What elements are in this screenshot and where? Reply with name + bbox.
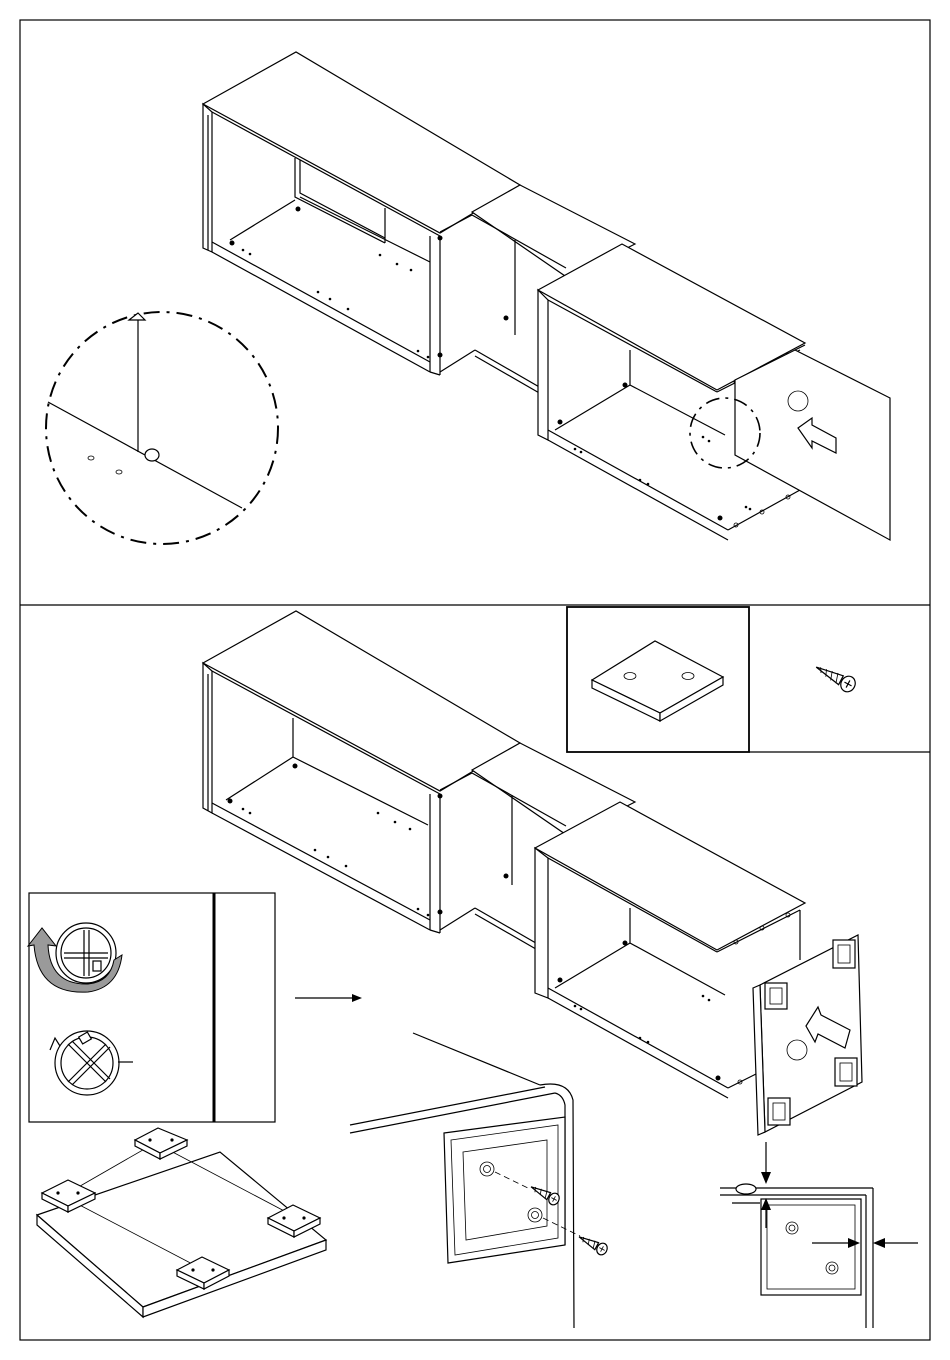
screw-icon (576, 1231, 609, 1256)
parts-box-felt-pad (567, 607, 749, 752)
gap-arrow-down-icon (761, 1172, 771, 1184)
step-top-panel (46, 52, 890, 544)
parts-box-screw (749, 660, 930, 752)
board-with-pads (37, 1128, 326, 1317)
screwdriver-loosen-icon (50, 1031, 133, 1095)
felt-pad-corner (833, 940, 855, 968)
felt-pad-corner (835, 1058, 857, 1086)
step-bottom-panel (28, 607, 930, 1328)
gap-arrow-left-icon (873, 1238, 885, 1248)
felt-pad-corner (768, 1098, 790, 1125)
screw-mount-detail (350, 1033, 609, 1328)
cabinet-bottom-view-1 (203, 611, 520, 933)
felt-pad-icon (135, 1128, 187, 1159)
gap-gauge-icon (736, 1184, 756, 1194)
screw-icon (812, 660, 857, 694)
direction-arrow-icon (295, 994, 362, 1002)
detail-zoom-circle (46, 312, 278, 544)
felt-pad-corner (765, 983, 787, 1009)
cabinet-top-view-1 (203, 52, 520, 375)
screwdriver-tighten-icon (28, 923, 122, 992)
gap-alignment-detail (720, 1142, 918, 1328)
tools-legend-box (28, 893, 275, 1122)
